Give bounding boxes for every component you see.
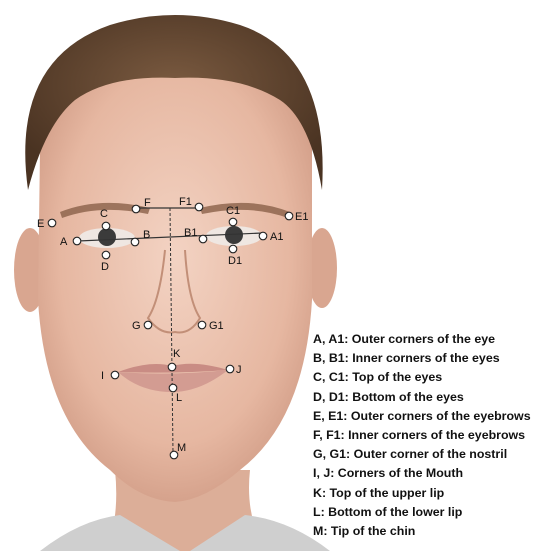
label-C: C <box>100 208 108 220</box>
legend-item: C, C1: Top of the eyes <box>313 368 558 387</box>
point-E1 <box>285 212 293 220</box>
label-M: M <box>177 442 186 454</box>
point-A1 <box>259 232 267 240</box>
face-illustration <box>14 15 337 551</box>
point-I <box>111 371 119 379</box>
label-I: I <box>101 370 104 382</box>
point-G1 <box>198 321 206 329</box>
point-L <box>169 384 177 392</box>
point-F1 <box>195 203 203 211</box>
label-E1: E1 <box>295 211 308 223</box>
label-J: J <box>236 364 242 376</box>
legend-item: I, J: Corners of the Mouth <box>313 464 558 483</box>
legend-item: F, F1: Inner corners of the eyebrows <box>313 426 558 445</box>
legend-item: M: Tip of the chin <box>313 522 558 541</box>
point-C <box>102 222 110 230</box>
point-E <box>48 219 56 227</box>
legend-item: D, D1: Bottom of the eyes <box>313 388 558 407</box>
point-C1 <box>229 218 237 226</box>
legend-item: A, A1: Outer corners of the eye <box>313 330 558 349</box>
label-L: L <box>176 392 182 404</box>
legend-item: B, B1: Inner corners of the eyes <box>313 349 558 368</box>
point-B <box>131 238 139 246</box>
label-F: F <box>144 197 151 209</box>
point-K <box>168 363 176 371</box>
label-B1: B1 <box>184 227 197 239</box>
label-C1: C1 <box>226 205 240 217</box>
point-F <box>132 205 140 213</box>
label-B: B <box>143 229 150 241</box>
label-G1: G1 <box>209 320 224 332</box>
legend-item: E, E1: Outer corners of the eyebrows <box>313 407 558 426</box>
landmark-legend: A, A1: Outer corners of the eye B, B1: I… <box>313 330 558 541</box>
label-D1: D1 <box>228 255 242 267</box>
point-D1 <box>229 245 237 253</box>
label-A1: A1 <box>270 231 283 243</box>
label-F1: F1 <box>179 196 192 208</box>
face <box>38 55 312 502</box>
point-A <box>73 237 81 245</box>
label-E: E <box>37 218 44 230</box>
legend-item: K: Top of the upper lip <box>313 484 558 503</box>
label-A: A <box>60 236 68 248</box>
label-D: D <box>101 261 109 273</box>
point-G <box>144 321 152 329</box>
left-iris <box>98 228 116 246</box>
label-G: G <box>132 320 141 332</box>
legend-item: L: Bottom of the lower lip <box>313 503 558 522</box>
point-D <box>102 251 110 259</box>
point-J <box>226 365 234 373</box>
point-B1 <box>199 235 207 243</box>
legend-item: G, G1: Outer corner of the nostril <box>313 445 558 464</box>
label-K: K <box>173 348 181 360</box>
